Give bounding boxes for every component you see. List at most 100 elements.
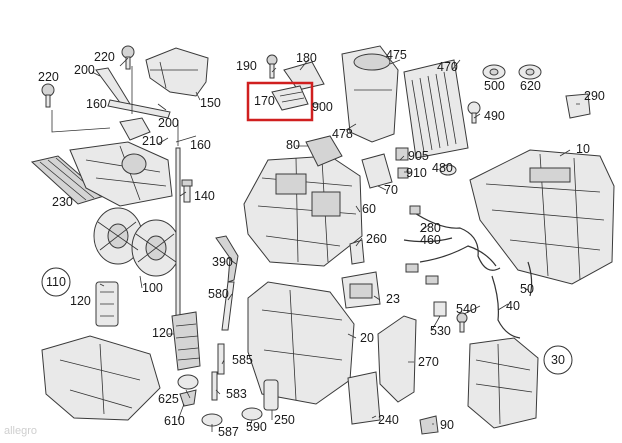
cover-box-30[interactable] [467,337,539,429]
heater-core-470[interactable] [403,59,469,159]
callout-200-mid[interactable]: 200 [158,116,179,130]
plug-480[interactable] [439,164,457,176]
callout-610[interactable]: 610 [164,414,185,428]
callout-20[interactable]: 20 [360,331,374,345]
callout-90[interactable]: 90 [440,418,454,432]
screw-140[interactable] [181,179,193,203]
callout-200-top[interactable]: 200 [74,63,95,77]
callout-290[interactable]: 290 [584,89,605,103]
lower-housing-left[interactable] [41,335,161,421]
clip-530[interactable] [433,301,447,317]
callout-270[interactable]: 270 [418,355,439,369]
callout-160-top[interactable]: 160 [86,97,107,111]
cover-180[interactable] [283,61,325,91]
callout-260[interactable]: 260 [366,232,387,246]
callout-30[interactable]: 30 [551,353,565,367]
callout-540[interactable]: 540 [456,302,477,316]
callout-900[interactable]: 900 [312,100,333,114]
callout-150[interactable]: 150 [200,96,221,110]
screw-160-column[interactable] [175,147,181,319]
callout-625[interactable]: 625 [158,392,179,406]
seal-90[interactable] [419,415,439,435]
callout-470[interactable]: 470 [437,60,458,74]
callout-280[interactable]: 280 [420,221,441,235]
blower-wheel-100[interactable] [93,207,181,277]
bracket-290[interactable] [565,93,591,119]
air-duct-150[interactable] [145,47,209,97]
screw-190[interactable] [266,54,278,79]
callout-160-mid[interactable]: 160 [190,138,211,152]
callout-500[interactable]: 500 [484,79,505,93]
callout-220-left[interactable]: 220 [38,70,59,84]
cable-50[interactable] [527,261,533,297]
callout-250[interactable]: 250 [274,413,295,427]
callout-140[interactable]: 140 [194,189,215,203]
callout-905[interactable]: 905 [408,149,429,163]
grommet-620[interactable] [518,64,542,80]
sensor-910[interactable] [397,167,409,179]
wiring-harness-280[interactable] [403,205,501,285]
callout-620[interactable]: 620 [520,79,541,93]
bolt-220-left[interactable] [41,83,55,108]
actuator-210[interactable] [119,117,151,141]
callout-587[interactable]: 587 [218,425,239,439]
callout-120-left[interactable]: 120 [70,294,91,308]
lever-390[interactable] [215,235,239,283]
upper-housing-left[interactable] [69,141,173,207]
valve-490[interactable] [467,101,481,124]
panel-23[interactable] [341,271,381,309]
module-70[interactable] [361,153,393,189]
callout-40[interactable]: 40 [506,299,520,313]
cable-40[interactable] [491,275,521,339]
clip-625[interactable] [177,374,199,390]
grille-120-right[interactable] [171,311,201,371]
screw-540[interactable] [456,312,468,333]
actuator-80[interactable] [305,135,343,167]
callout-475[interactable]: 475 [386,48,407,62]
callout-23[interactable]: 23 [386,292,400,306]
clip-250[interactable] [263,379,279,411]
expansion-tank-475[interactable] [341,45,399,143]
callout-70[interactable]: 70 [384,183,398,197]
callout-460[interactable]: 460 [420,233,441,247]
callout-170[interactable]: 170 [254,94,275,108]
callout-220-top[interactable]: 220 [94,50,115,64]
callout-390[interactable]: 390 [212,255,233,269]
callout-80[interactable]: 80 [286,138,300,152]
callout-10[interactable]: 10 [576,142,590,156]
bolt-220-top[interactable] [121,45,135,70]
pin-583[interactable] [211,371,218,401]
plug-590[interactable] [241,407,263,421]
duct-270[interactable] [377,315,417,403]
callout-480[interactable]: 480 [432,161,453,175]
rod-580[interactable] [221,281,235,331]
callout-180[interactable]: 180 [296,51,317,65]
callout-110[interactable]: 110 [46,275,66,289]
housing-10-right[interactable] [469,149,615,285]
callout-490[interactable]: 490 [484,109,505,123]
callout-530[interactable]: 530 [430,324,451,338]
grommet-500[interactable] [482,64,506,80]
bracket-240[interactable] [347,371,381,425]
heater-box-60[interactable] [243,155,363,267]
callout-240[interactable]: 240 [378,413,399,427]
sensor-905[interactable] [395,147,409,161]
callout-100[interactable]: 100 [142,281,163,295]
clip-610[interactable] [179,389,197,407]
callout-190[interactable]: 190 [236,59,257,73]
callout-60[interactable]: 60 [362,202,376,216]
flap-170[interactable] [271,85,309,111]
callout-910[interactable]: 910 [406,166,427,180]
clip-260[interactable] [349,239,365,265]
bracket-200[interactable] [95,67,171,119]
callout-580[interactable]: 580 [208,287,229,301]
callout-583[interactable]: 583 [226,387,247,401]
callout-590[interactable]: 590 [246,420,267,434]
cover-120-left[interactable] [95,281,119,327]
callout-230[interactable]: 230 [52,195,73,209]
callout-478[interactable]: 478 [332,127,353,141]
callout-210[interactable]: 210 [142,134,163,148]
callout-585[interactable]: 585 [232,353,253,367]
callout-120-right[interactable]: 120 [152,326,173,340]
callout-50[interactable]: 50 [520,282,534,296]
